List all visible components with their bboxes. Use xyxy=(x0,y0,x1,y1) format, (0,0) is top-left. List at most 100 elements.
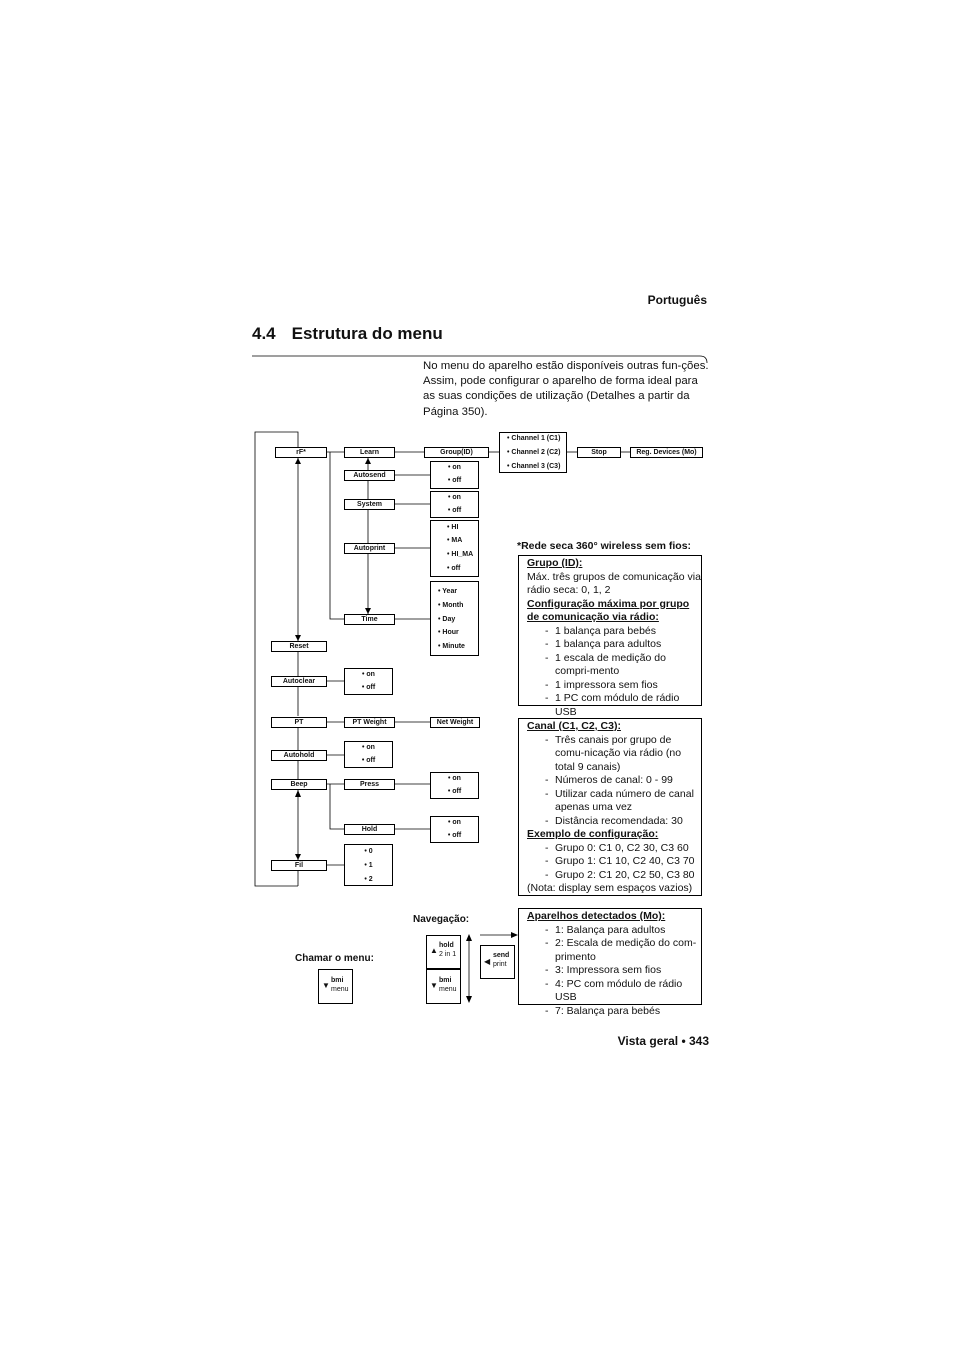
navigation-label: Navegação: xyxy=(413,914,470,925)
press-options: • on • off xyxy=(430,772,479,799)
channel-item: Três canais por grupo de comu-nicação vi… xyxy=(527,734,697,775)
group-config-title: Configuração máxima por grupo de comunic… xyxy=(527,597,690,624)
group-item: 1 balança para adultos xyxy=(527,638,701,652)
menu-autosend: Autosend xyxy=(344,470,395,481)
autoclear-options: • on • off xyxy=(344,668,393,695)
autoprint-off: • off xyxy=(447,565,461,572)
device-item: 7: Balança para bebés xyxy=(527,1005,699,1019)
key-label-top: hold xyxy=(439,942,454,949)
time-year: • Year xyxy=(438,588,458,595)
menu-hold: Hold xyxy=(344,824,395,835)
menu-group-id: Group(ID) xyxy=(424,447,489,458)
menu-learn: Learn xyxy=(344,447,395,458)
section-title-text: Estrutura do menu xyxy=(291,324,443,343)
key-label-bottom: 2 in 1 xyxy=(439,951,457,958)
menu-autohold: Autohold xyxy=(271,750,327,761)
key-label-top: bmi xyxy=(331,977,344,984)
menu-net-weight: Net Weight xyxy=(430,717,480,728)
menu-fil: Fil xyxy=(271,860,327,871)
channel-info-box: Canal (C1, C2, C3): Três canais por grup… xyxy=(518,718,702,896)
left-arrow-icon: ◀ xyxy=(484,957,491,966)
menu-pt: PT xyxy=(271,717,327,728)
channel-3: • Channel 3 (C3) xyxy=(507,463,561,470)
call-menu-label: Chamar o menu: xyxy=(295,953,374,964)
group-item: 1 PC com módulo de rádio USB xyxy=(527,692,701,719)
key-label-top: bmi xyxy=(439,977,452,984)
menu-reg-devices: Reg. Devices (Mo) xyxy=(630,447,703,458)
hold-key[interactable]: ▲ hold 2 in 1 xyxy=(426,935,461,969)
fil-options: • 0 • 1 • 2 xyxy=(344,844,393,886)
time-day: • Day xyxy=(438,616,456,623)
system-options: • on • off xyxy=(430,491,479,518)
autoclear-off: • off xyxy=(361,684,376,691)
page-footer: Vista geral • 343 xyxy=(617,1034,709,1048)
device-item: 2: Escala de medição do com-primento xyxy=(527,937,699,964)
time-options: • Year • Month • Day • Hour • Minute xyxy=(430,581,479,656)
key-label-bottom: menu xyxy=(331,986,349,993)
bmi-menu-key-call[interactable]: ▼ bmi menu xyxy=(318,969,353,1004)
hold-on: • on xyxy=(448,819,461,826)
bmi-menu-key-nav[interactable]: ▼ bmi menu xyxy=(426,969,461,1004)
wireless-heading: *Rede seca 360° wireless sem fios: xyxy=(517,540,692,552)
channels-box: • Channel 1 (C1) • Channel 2 (C2) • Chan… xyxy=(499,432,567,473)
menu-autoclear: Autoclear xyxy=(271,676,327,687)
menu-time: Time xyxy=(344,614,395,625)
group-item: 1 balança para bebés xyxy=(527,625,701,639)
fil-0: • 0 xyxy=(364,848,373,855)
press-on: • on xyxy=(448,775,461,782)
autohold-off: • off xyxy=(361,757,376,764)
fil-2: • 2 xyxy=(364,876,373,883)
channel-1: • Channel 1 (C1) xyxy=(507,435,561,442)
time-hour: • Hour xyxy=(438,629,459,636)
autohold-options: • on • off xyxy=(344,741,393,768)
header-language: Português xyxy=(647,293,707,307)
channel-note: (Nota: display sem espaços vazios) xyxy=(527,882,693,894)
autoprint-hi: • HI xyxy=(447,524,459,531)
group-info-box: Grupo (ID): Máx. três grupos de comunica… xyxy=(518,555,702,718)
up-arrow-icon: ▲ xyxy=(430,946,438,955)
menu-stop: Stop xyxy=(577,447,621,458)
menu-press: Press xyxy=(344,779,395,790)
group-item: 1 escala de medição do compri-mento xyxy=(527,652,701,679)
key-label-bottom: print xyxy=(493,961,507,968)
menu-reset: Reset xyxy=(271,641,327,652)
devices-title: Aparelhos detectados (Mo): xyxy=(527,910,666,922)
channel-item: Distância recomendada: 30 xyxy=(527,815,697,829)
down-arrow-icon: ▼ xyxy=(430,981,438,990)
channel-title: Canal (C1, C2, C3): xyxy=(527,720,621,732)
device-item: 4: PC com módulo de rádio USB xyxy=(527,978,699,1005)
autoprint-ma: • MA xyxy=(447,537,463,544)
hold-off: • off xyxy=(447,832,462,839)
menu-beep: Beep xyxy=(271,779,327,790)
example-item: Grupo 2: C1 20, C2 50, C3 80 xyxy=(527,869,697,883)
channel-2: • Channel 2 (C2) xyxy=(507,449,561,456)
group-title: Grupo (ID): xyxy=(527,557,583,569)
channel-item: Utilizar cada número de canal apenas uma… xyxy=(527,788,697,815)
menu-autoprint: Autoprint xyxy=(344,543,395,554)
system-off: • off xyxy=(447,507,462,514)
device-item: 1: Balança para adultos xyxy=(527,924,699,938)
intro-paragraph: No menu do aparelho estão disponíveis ou… xyxy=(423,360,709,418)
section-number: 4.4 xyxy=(252,324,276,343)
group-text: Máx. três grupos de comunicação via rádi… xyxy=(527,570,701,597)
send-print-key[interactable]: ◀ send print xyxy=(480,945,515,979)
channel-item: Números de canal: 0 - 99 xyxy=(527,774,697,788)
fil-1: • 1 xyxy=(364,862,373,869)
time-minute: • Minute xyxy=(438,643,465,650)
key-label-top: send xyxy=(493,952,510,959)
devices-info-box: Aparelhos detectados (Mo): 1: Balança pa… xyxy=(518,908,702,1018)
press-off: • off xyxy=(447,788,462,795)
system-on: • on xyxy=(448,494,461,501)
down-arrow-icon: ▼ xyxy=(322,981,330,990)
example-item: Grupo 0: C1 0, C2 30, C3 60 xyxy=(527,842,697,856)
time-month: • Month xyxy=(438,602,464,609)
autohold-on: • on xyxy=(362,744,375,751)
autosend-on: • on xyxy=(448,464,461,471)
hold-options: • on • off xyxy=(430,816,479,843)
example-item: Grupo 1: C1 10, C2 40, C3 70 xyxy=(527,855,697,869)
autoprint-options: • HI • MA • HI_MA • off xyxy=(430,520,479,577)
autoprint-hi-ma: • HI_MA xyxy=(447,551,474,558)
autosend-options: • on • off xyxy=(430,461,479,489)
section-title: 4.4 Estrutura do menu xyxy=(252,324,443,344)
example-title: Exemplo de configuração: xyxy=(527,828,659,840)
